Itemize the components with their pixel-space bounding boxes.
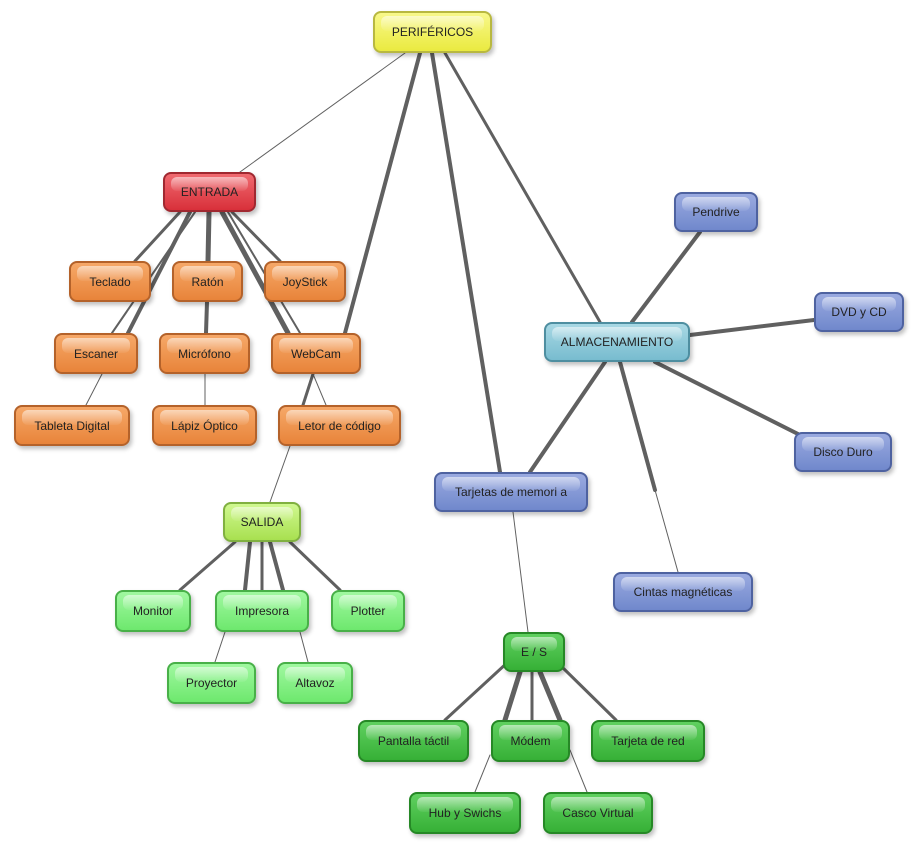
link (558, 663, 618, 722)
node-label: Teclado (89, 274, 131, 289)
node-webcam[interactable]: WebCam (271, 333, 361, 374)
node-impresora[interactable]: Impresora (215, 590, 309, 632)
node-dvd-cd[interactable]: DVD y CD (814, 292, 904, 332)
link (528, 360, 607, 474)
link (178, 540, 237, 592)
link (569, 749, 588, 793)
node-casco-virtual[interactable]: Casco Virtual (543, 792, 653, 834)
link (268, 540, 285, 592)
node-pantalla-tactil[interactable]: Pantalla táctil (358, 720, 469, 762)
link (205, 209, 212, 264)
node-pendrive[interactable]: Pendrive (674, 192, 758, 232)
node-label: E / S (520, 645, 547, 659)
link (512, 511, 529, 633)
node-disco-duro[interactable]: Disco Duro (794, 432, 892, 472)
node-hub-swichs[interactable]: Hub y Swichs (409, 792, 521, 834)
link (230, 210, 282, 263)
link (219, 209, 291, 336)
link (343, 51, 422, 335)
link (288, 540, 342, 592)
link (214, 631, 226, 663)
link (111, 211, 196, 334)
link (299, 631, 309, 663)
node-label: Pendrive (692, 205, 740, 219)
link (630, 230, 702, 324)
link (443, 660, 510, 722)
node-label: Micrófono (178, 346, 231, 361)
link (126, 210, 192, 335)
node-label: Módem (510, 734, 551, 748)
node-tarjetas-memoria[interactable]: Tarjetas de memori a (434, 472, 588, 512)
node-joystick[interactable]: JoyStick (264, 261, 346, 302)
node-teclado[interactable]: Teclado (69, 261, 151, 302)
link (85, 373, 103, 406)
node-letor-de-codigo[interactable]: Letor de código (278, 405, 401, 446)
node-microfono[interactable]: Micrófono (159, 333, 250, 374)
node-label: Impresora (234, 604, 290, 618)
node-label: Proyector (185, 676, 238, 690)
link (688, 318, 816, 337)
node-es[interactable]: E / S (503, 632, 565, 672)
node-label: Tarjetas de memori a (454, 485, 568, 499)
link (430, 51, 502, 474)
node-almacenamiento[interactable]: ALMACENAMIENTO (544, 322, 690, 362)
link (474, 754, 491, 793)
node-modem[interactable]: Módem (491, 720, 570, 762)
link (443, 51, 602, 324)
node-label: Ratón (191, 274, 224, 289)
node-label: Hub y Swichs (428, 806, 502, 820)
node-tableta-digital[interactable]: Tableta Digital (14, 405, 130, 446)
node-perifericos[interactable]: PERIFÉRICOS (373, 11, 492, 53)
node-proyector[interactable]: Proyector (167, 662, 256, 704)
node-label: Pantalla táctil (377, 734, 450, 748)
link (204, 300, 209, 335)
link (312, 373, 327, 406)
link (537, 669, 563, 723)
node-label: Letor de código (298, 418, 381, 433)
node-label: Altavoz (295, 676, 335, 690)
node-label: Plotter (350, 604, 386, 618)
node-label: Lápiz Óptico (171, 418, 238, 433)
node-label: Tarjeta de red (611, 734, 685, 748)
node-label: Cintas magnéticas (633, 585, 733, 599)
node-raton[interactable]: Ratón (172, 261, 243, 302)
node-label: ENTRADA (180, 185, 239, 199)
link (502, 669, 523, 723)
link (269, 445, 291, 503)
node-label: ALMACENAMIENTO (560, 335, 674, 349)
node-cintas-magneticas[interactable]: Cintas magnéticas (613, 572, 753, 612)
node-lapiz-optico[interactable]: Lápiz Óptico (152, 405, 257, 446)
node-monitor[interactable]: Monitor (115, 590, 191, 632)
node-label: PERIFÉRICOS (391, 25, 474, 39)
node-label: Escaner (73, 346, 119, 361)
link (133, 210, 182, 263)
node-entrada[interactable]: ENTRADA (163, 172, 256, 212)
node-plotter[interactable]: Plotter (331, 590, 405, 632)
node-tarjeta-de-red[interactable]: Tarjeta de red (591, 720, 705, 762)
link (653, 360, 802, 437)
node-label: Monitor (132, 604, 173, 618)
node-label: JoyStick (282, 274, 328, 289)
link (239, 52, 406, 173)
node-label: DVD y CD (831, 305, 887, 319)
node-label: Disco Duro (813, 445, 873, 459)
node-label: SALIDA (240, 515, 284, 529)
node-altavoz[interactable]: Altavoz (277, 662, 353, 704)
link (301, 372, 315, 407)
node-label: Tableta Digital (34, 418, 110, 433)
node-label: WebCam (291, 346, 341, 361)
link (618, 360, 657, 492)
link (654, 489, 679, 573)
node-escaner[interactable]: Escaner (54, 333, 138, 374)
link (243, 540, 252, 592)
node-label: Casco Virtual (562, 806, 634, 820)
node-salida[interactable]: SALIDA (223, 502, 301, 542)
